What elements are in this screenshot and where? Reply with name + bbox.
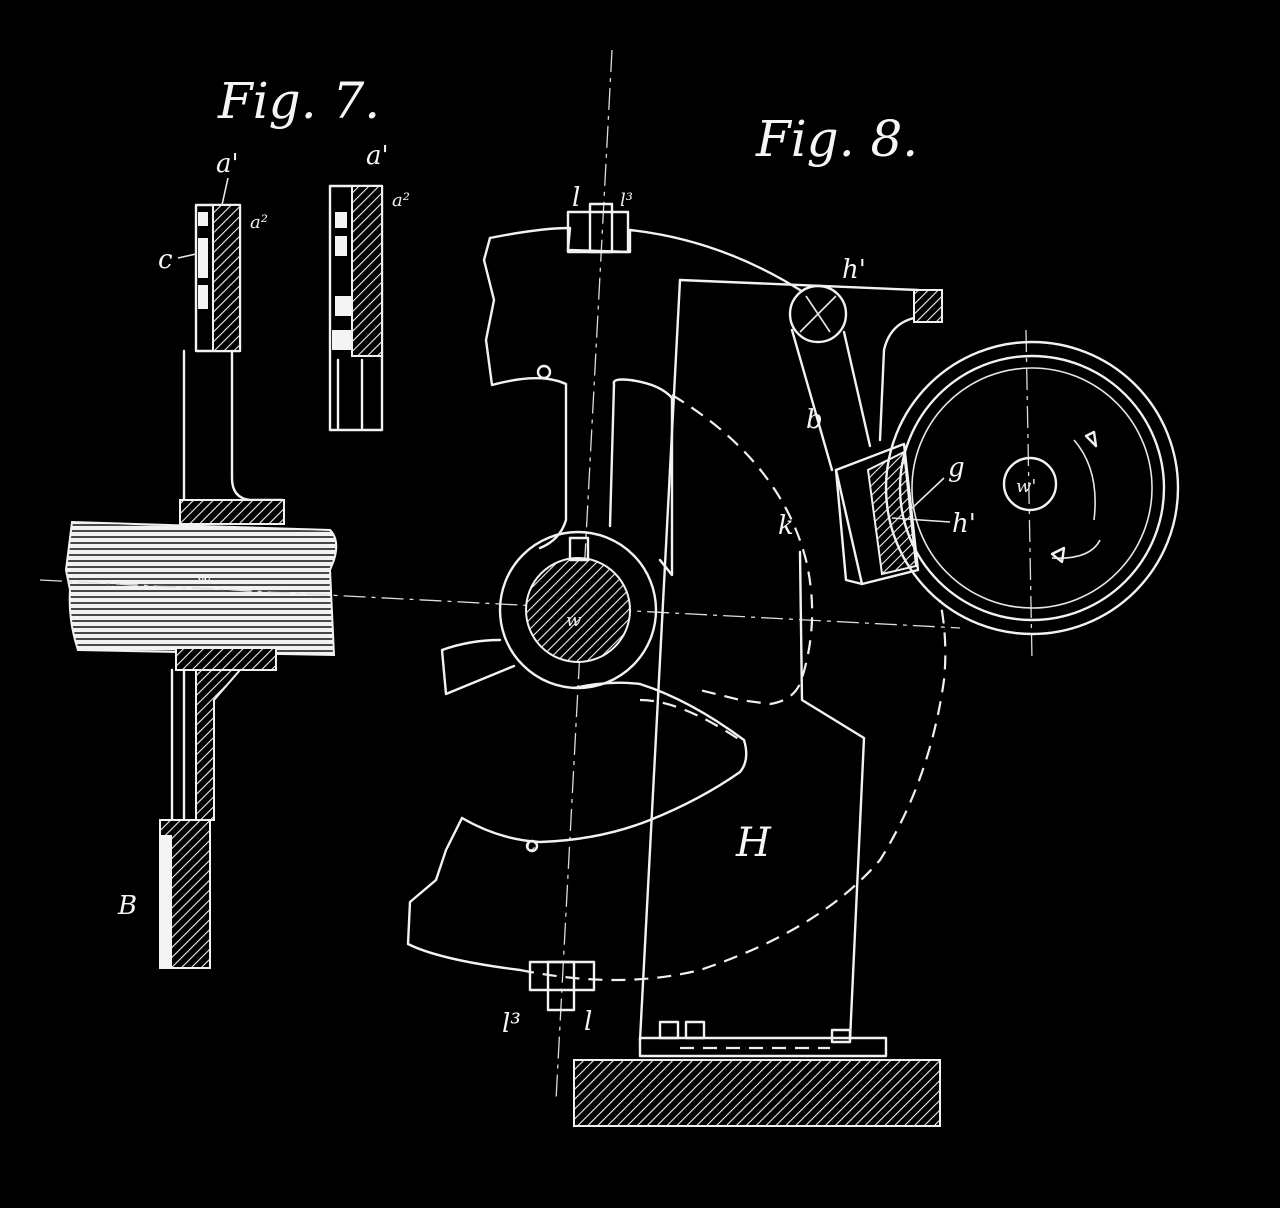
label-a2-right: a²	[392, 190, 410, 211]
frame-lower-arm	[406, 681, 748, 972]
standard	[638, 278, 943, 1042]
base	[573, 1020, 941, 1127]
figure-7: Fig. 7.	[64, 72, 410, 969]
label-w-hub: w	[566, 610, 582, 631]
label-a1-right: a'	[366, 141, 389, 171]
label-l-top: l	[572, 183, 580, 213]
fig7-title: Fig. 7.	[217, 72, 380, 130]
hub: w	[498, 530, 658, 690]
grinding-wheel: w'	[884, 340, 1180, 636]
label-g: g	[948, 453, 965, 483]
fig8-title: Fig. 8.	[755, 110, 918, 168]
grinding-block	[834, 442, 920, 586]
label-b: B	[117, 891, 137, 921]
label-l-bottom: l	[584, 1007, 592, 1037]
label-h1-right: h'	[952, 509, 976, 539]
label-b-lower: b	[806, 405, 823, 435]
frame-upper-arm	[482, 226, 802, 577]
label-w-shaft: w	[196, 568, 212, 589]
label-c-left: c	[158, 245, 173, 275]
label-w1: w'	[1016, 476, 1036, 497]
fig7-right-section	[328, 184, 384, 432]
label-k: k	[778, 511, 794, 541]
figure-8: Fig. 8. w	[39, 49, 1180, 1127]
label-H: H	[735, 820, 772, 866]
label-h1-top: h'	[842, 255, 866, 285]
crank	[788, 284, 872, 472]
label-a1-left: a'	[216, 149, 239, 179]
label-l3-bottom: l³	[502, 1009, 521, 1039]
label-a2-left: a²	[250, 212, 268, 233]
label-c-mid: c	[526, 834, 536, 855]
label-l3-top: l³	[620, 190, 633, 211]
